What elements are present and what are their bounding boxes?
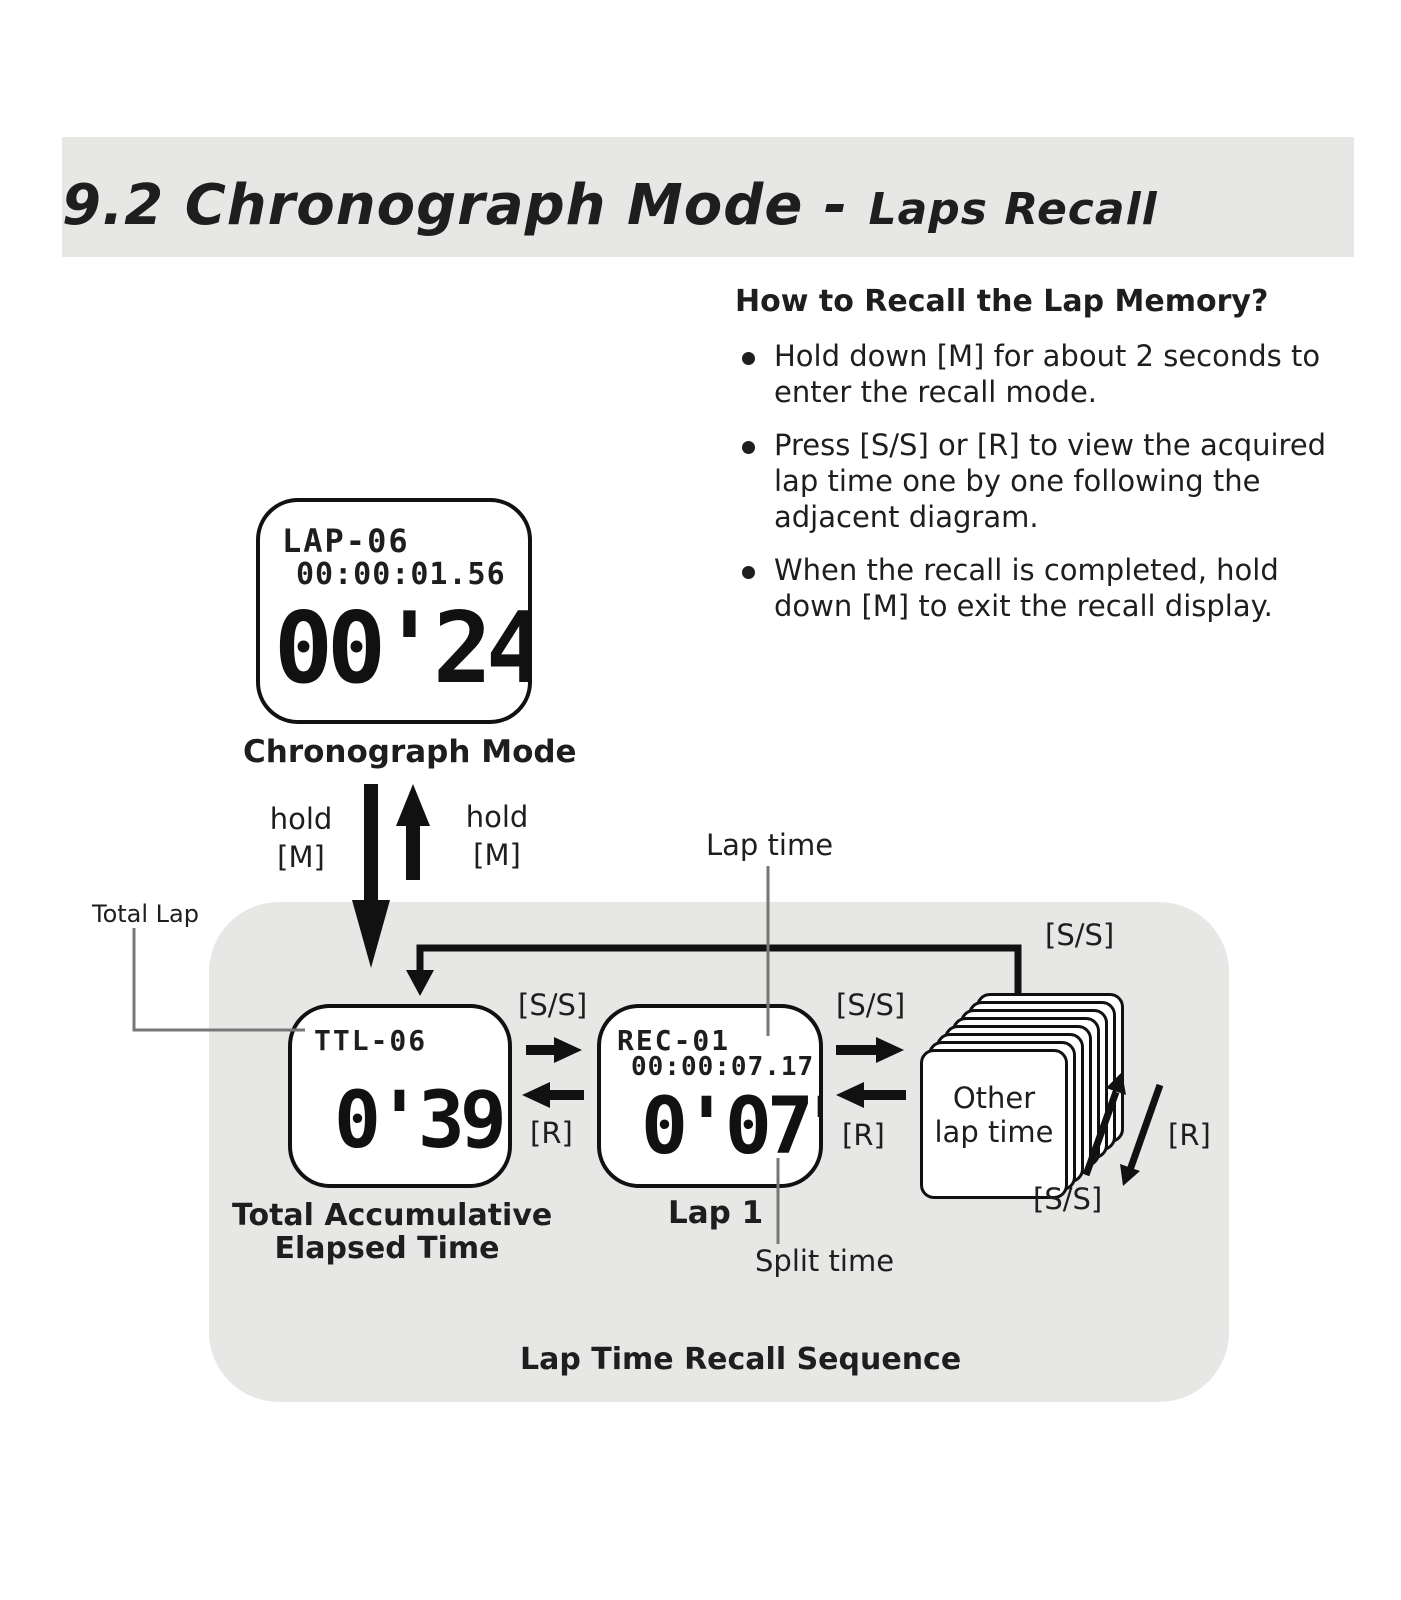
- ss-side-label: [S/S]: [1033, 1182, 1103, 1216]
- hold-up-text: hold: [465, 800, 529, 834]
- r-back-label-2: [R]: [842, 1118, 885, 1152]
- other-lap-line-1: Other: [952, 1081, 1036, 1115]
- title-subtitle: Laps Recall: [868, 184, 1158, 235]
- bullet-item: Hold down [M] for about 2 seconds to ent…: [738, 338, 1338, 410]
- lcd-line-1: LAP-06: [282, 522, 410, 560]
- lap-time-callout: Lap time: [706, 828, 834, 862]
- lcd-main-digits: 0'39": [334, 1076, 508, 1166]
- caption-line-1: Total Accumulative: [232, 1198, 553, 1233]
- title-main-text: 9.2 Chronograph Mode -: [62, 173, 849, 238]
- hold-down-text: hold: [269, 802, 333, 836]
- page-title: 9.2 Chronograph Mode - Laps Recall: [62, 173, 1158, 238]
- lcd-line-2: 00:00:01.56: [296, 557, 506, 592]
- other-lap-line-2: lap time: [934, 1115, 1054, 1149]
- other-lap-time-card: Other lap time: [920, 1049, 1068, 1199]
- lcd-line-1: REC-01: [617, 1024, 731, 1057]
- howto-bullets: Hold down [M] for about 2 seconds to ent…: [738, 338, 1338, 641]
- bullet-text: Press [S/S] or [R] to view the acquired …: [774, 428, 1327, 534]
- chronograph-mode-caption: Chronograph Mode: [243, 734, 577, 770]
- lap1-caption: Lap 1: [668, 1195, 764, 1231]
- lcd-main-digits: 00'24": [274, 592, 528, 706]
- chronograph-lcd: LAP-06 00:00:01.56 00'24"73: [256, 498, 532, 724]
- total-lcd: TTL-06 0'39"25: [288, 1004, 512, 1188]
- total-elapsed-caption: Total Accumulative Elapsed Time: [232, 1198, 553, 1266]
- split-time-callout: Split time: [755, 1244, 895, 1278]
- lcd-main-digits: 0'07": [641, 1082, 819, 1172]
- lcd-main-time: 0'39"25: [334, 1076, 508, 1166]
- title-band: 9.2 Chronograph Mode - Laps Recall: [62, 137, 1354, 257]
- lcd-line-2: 00:00:07.17: [631, 1052, 815, 1082]
- ss-forward-label-1: [S/S]: [518, 988, 588, 1022]
- r-back-label-1: [R]: [530, 1116, 573, 1150]
- bullet-dot-icon: [742, 441, 755, 454]
- ss-loop-label: [S/S]: [1045, 918, 1115, 952]
- sequence-caption: Lap Time Recall Sequence: [520, 1342, 962, 1377]
- howto-heading: How to Recall the Lap Memory?: [735, 284, 1269, 319]
- caption-line-2: Elapsed Time: [274, 1231, 500, 1266]
- total-lap-callout: Total Lap: [92, 900, 199, 928]
- bullet-dot-icon: [742, 566, 755, 579]
- hold-down-key: [M]: [277, 840, 325, 874]
- lcd-main-time: 00'24"73: [274, 592, 528, 706]
- r-side-label: [R]: [1168, 1118, 1211, 1152]
- hold-up-label: hold [M]: [462, 798, 532, 874]
- hold-down-label: hold [M]: [266, 800, 336, 876]
- bullet-item: When the recall is completed, hold down …: [738, 552, 1338, 624]
- hold-up-arrow-icon: [396, 784, 430, 880]
- lcd-line-1: TTL-06: [314, 1024, 428, 1057]
- lcd-main-time: 0'07"17: [641, 1082, 819, 1172]
- hold-up-key: [M]: [473, 838, 521, 872]
- bullet-text: Hold down [M] for about 2 seconds to ent…: [774, 339, 1321, 409]
- lap1-lcd: REC-01 00:00:07.17 0'07"17: [597, 1004, 823, 1188]
- ss-forward-label-2: [S/S]: [836, 988, 906, 1022]
- bullet-text: When the recall is completed, hold down …: [774, 553, 1279, 623]
- bullet-dot-icon: [742, 352, 755, 365]
- bullet-item: Press [S/S] or [R] to view the acquired …: [738, 427, 1338, 535]
